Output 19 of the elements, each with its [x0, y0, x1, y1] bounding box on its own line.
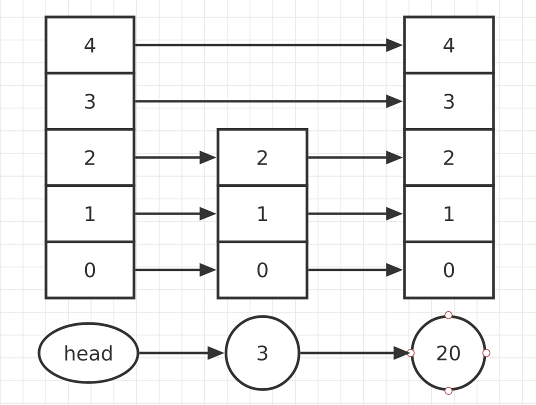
number-box: 1	[403, 184, 495, 244]
number-box: 0	[216, 240, 308, 300]
number-box: 4	[403, 16, 495, 75]
circle-node: 3	[224, 315, 300, 391]
number-box: 1	[216, 184, 308, 244]
number-box: 3	[403, 72, 495, 131]
node-label: 20	[437, 345, 460, 361]
number-box: 4	[44, 16, 136, 75]
node-label: 3	[258, 345, 268, 361]
node-label: head	[65, 345, 112, 361]
number-box: 3	[44, 72, 136, 131]
number-box: 2	[44, 128, 136, 187]
circle-node: 20	[410, 315, 486, 391]
number-box: 0	[403, 240, 495, 300]
ellipse-node: head	[38, 322, 140, 384]
number-box: 2	[403, 128, 495, 187]
number-box: 2	[216, 128, 308, 187]
number-box: 1	[44, 184, 136, 244]
number-box: 0	[44, 240, 136, 300]
